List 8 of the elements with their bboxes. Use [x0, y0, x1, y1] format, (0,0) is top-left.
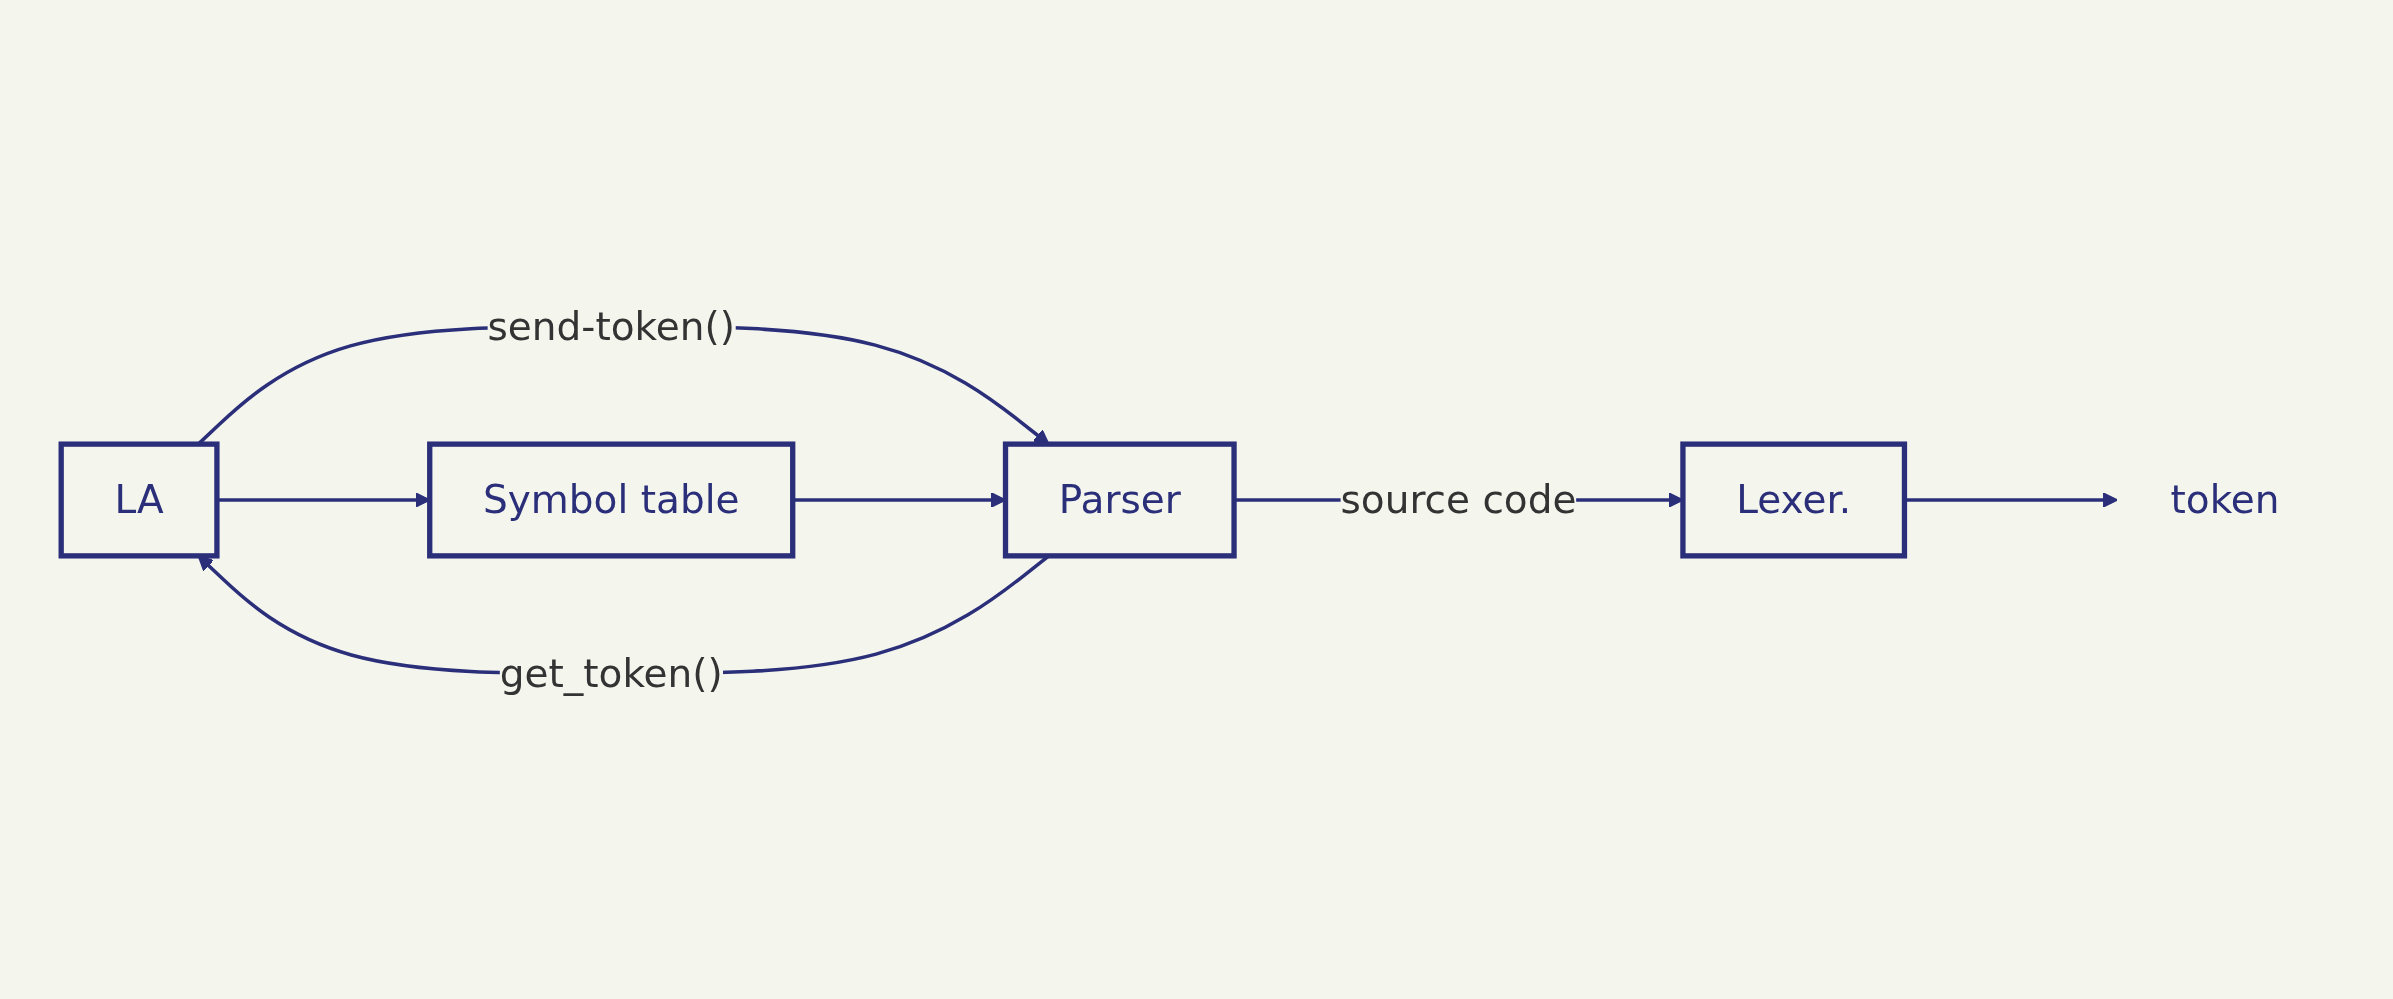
node-text: token	[2169, 477, 2280, 522]
edge-label: get_token()	[499, 651, 723, 696]
node-box: LA	[58, 440, 220, 558]
node-box: Lexer.	[1679, 440, 1907, 558]
edge-label: send-token()	[486, 303, 735, 348]
edge-label: source code	[1339, 477, 1577, 522]
node-box: Symbol table	[426, 440, 795, 558]
node-box: Parser	[1002, 440, 1237, 558]
